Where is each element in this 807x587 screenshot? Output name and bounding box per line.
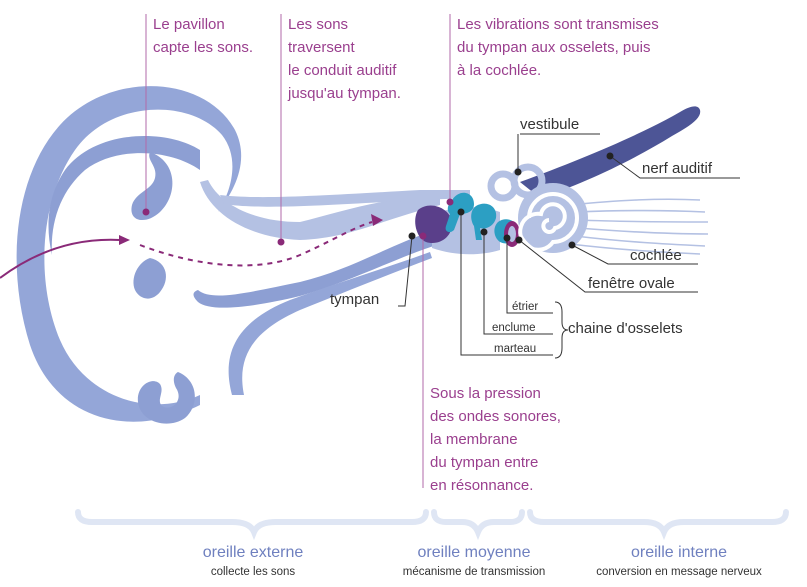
annotation-conduit: Les sons traversent le conduit auditif j… <box>287 16 401 102</box>
brace-inner <box>527 509 789 541</box>
annotation-conduit-line: jusqu'au tympan. <box>287 85 401 102</box>
section-braces <box>75 509 789 541</box>
section-titles: oreille externe collecte les sons oreill… <box>203 544 762 578</box>
annotation-pression-line: des ondes sonores, <box>430 408 561 425</box>
canal-arrow-head <box>371 214 383 226</box>
cochlea-shape <box>518 183 588 253</box>
outer-ear-pinna <box>16 86 242 424</box>
fenetre-leader <box>518 239 698 293</box>
pinna-antihelix <box>48 136 200 255</box>
annotation-pavillon-line: Le pavillon <box>153 16 225 33</box>
annotation-conduit-line: traversent <box>288 39 356 56</box>
cochlee-leader <box>571 244 698 265</box>
incoming-arrow-head <box>119 235 130 245</box>
section-subtitle-externe: collecte les sons <box>211 566 296 578</box>
enclume-leader <box>483 232 553 335</box>
etrier-leader <box>506 238 553 314</box>
anvil-ossicle <box>471 203 497 240</box>
label-nerf-auditif: nerf auditif <box>642 160 713 177</box>
label-etrier: étrier <box>512 301 538 313</box>
annotation-vibrations-line: à la cochlée. <box>457 62 541 79</box>
annotation-vibrations: Les vibrations sont transmises du tympan… <box>457 16 659 79</box>
canal-bottom-contour <box>228 252 432 395</box>
annotation-leaders <box>145 14 451 488</box>
sound-path <box>0 214 383 279</box>
section-title-moyenne: oreille moyenne <box>418 544 531 561</box>
label-vestibule: vestibule <box>520 116 579 133</box>
annotation-pression-line: la membrane <box>430 431 518 448</box>
ear-canal <box>193 180 470 395</box>
pinna-inner-fold <box>131 152 173 221</box>
annotation-pavillon: Le pavillon capte les sons. <box>153 16 253 56</box>
annotation-pression-line: Sous la pression <box>430 385 541 402</box>
section-title-externe: oreille externe <box>203 544 304 561</box>
section-subtitle-moyenne: mécanisme de transmission <box>403 566 546 578</box>
label-dots <box>408 152 614 249</box>
annotation-pression-line: en résonnance. <box>430 477 533 494</box>
pinna-lobe <box>137 372 195 424</box>
label-fenetre-ovale: fenêtre ovale <box>588 275 675 292</box>
label-enclume: enclume <box>492 322 535 334</box>
annotation-pression-line: du tympan entre <box>430 454 538 471</box>
canal-lower-wall <box>193 232 440 308</box>
annotation-vibrations-line: Les vibrations sont transmises <box>457 16 659 33</box>
pinna-helix <box>16 86 242 422</box>
annotation-conduit-line: Les sons <box>288 16 348 33</box>
annotation-pression: Sous la pression des ondes sonores, la m… <box>430 385 561 494</box>
annotation-vibrations-line: du tympan aux osselets, puis <box>457 39 650 56</box>
nerf-leader <box>609 155 740 179</box>
label-leaders <box>398 133 740 359</box>
canal-upper-wall <box>200 180 440 240</box>
incoming-sound-arrow <box>0 238 121 279</box>
structure-labels: vestibule nerf auditif cochlée fenêtre o… <box>330 116 713 355</box>
nerve-fibers <box>569 198 709 255</box>
section-title-interne: oreille interne <box>631 544 727 561</box>
label-chaine-osselets: chaine d'osselets <box>568 320 683 337</box>
annotation-pavillon-line: capte les sons. <box>153 39 253 56</box>
brace-outer <box>75 509 429 541</box>
marteau-leader <box>460 212 553 356</box>
tympan-leader <box>398 235 413 307</box>
label-cochlee: cochlée <box>630 247 682 264</box>
inner-ear <box>487 106 709 255</box>
canal-sound-dotted <box>139 221 373 267</box>
label-tympan: tympan <box>330 291 379 308</box>
pinna-tragus <box>133 258 166 299</box>
section-subtitle-interne: conversion en message nerveux <box>596 566 762 578</box>
annotation-conduit-line: le conduit auditif <box>288 62 397 79</box>
auditory-nerve <box>520 106 701 198</box>
annotation-dots <box>142 198 454 246</box>
label-marteau: marteau <box>494 343 536 355</box>
brace-middle <box>431 509 525 541</box>
chaine-brace <box>554 301 569 359</box>
canal-top-bone <box>220 190 470 207</box>
